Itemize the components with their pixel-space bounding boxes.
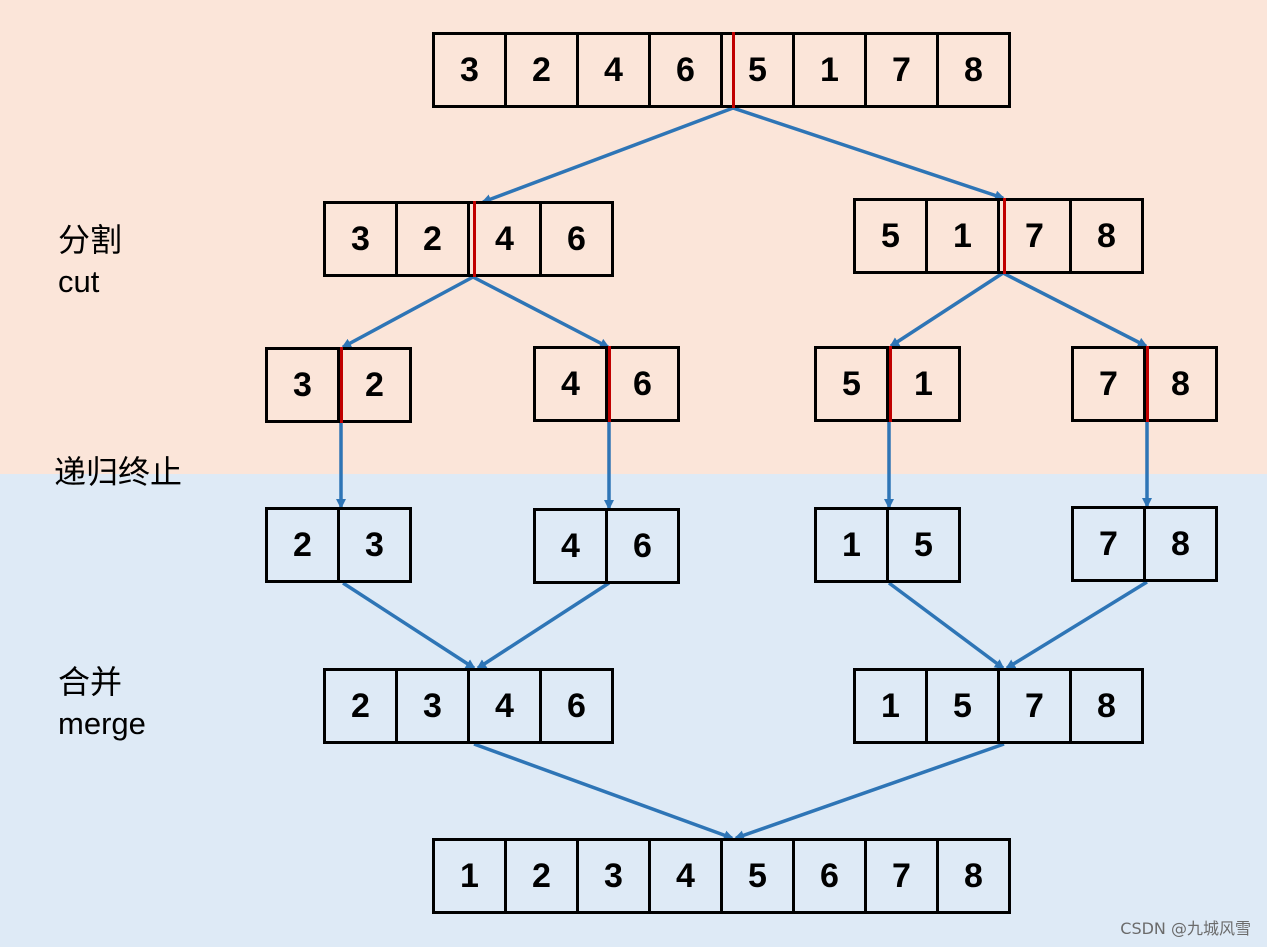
array-cell: 4 <box>648 838 723 914</box>
arrow-l1-right-to-l2-d <box>1002 271 1148 348</box>
array-level4-left: 2 3 4 6 <box>323 668 614 744</box>
array-cell: 7 <box>864 838 939 914</box>
array-cell: 6 <box>792 838 867 914</box>
cut-label: 分割 cut <box>58 220 122 302</box>
array-cell: 5 <box>720 838 795 914</box>
array-level2-b: 4 6 <box>533 346 680 422</box>
arrow-l3-b-to-l4-left <box>476 581 610 670</box>
arrow-l3-d-to-l4-right <box>1005 580 1148 670</box>
merge-label: 合并 merge <box>58 662 146 744</box>
split-line <box>732 32 735 108</box>
arrow-l3-a-to-l4-left <box>342 581 476 670</box>
arrow-l1-left-to-l2-b <box>472 275 610 349</box>
array-cell: 6 <box>605 508 680 584</box>
array-cell: 3 <box>395 668 470 744</box>
array-level1-right: 5 1 7 8 <box>853 198 1144 274</box>
array-cell: 4 <box>576 32 651 108</box>
array-cell: 4 <box>533 346 608 422</box>
array-level3-d: 7 8 <box>1071 506 1218 582</box>
array-cell: 8 <box>936 32 1011 108</box>
arrow-l4-right-to-l5 <box>734 742 1005 841</box>
cut-phase-background <box>0 0 1267 474</box>
array-cell: 5 <box>853 198 928 274</box>
array-level4-right: 1 5 7 8 <box>853 668 1144 744</box>
array-cell: 6 <box>605 346 680 422</box>
array-cell: 2 <box>395 201 470 277</box>
array-cell: 7 <box>997 198 1072 274</box>
array-cell: 6 <box>648 32 723 108</box>
array-cell: 1 <box>886 346 961 422</box>
array-level3-c: 1 5 <box>814 507 961 583</box>
array-cell: 7 <box>864 32 939 108</box>
array-cell: 2 <box>504 838 579 914</box>
array-cell: 3 <box>265 347 340 423</box>
array-cell: 6 <box>539 668 614 744</box>
array-level0: 3 2 4 6 5 1 7 8 <box>432 32 1011 108</box>
array-level2-d: 7 8 <box>1071 346 1218 422</box>
array-cell: 1 <box>814 507 889 583</box>
array-cell: 1 <box>853 668 928 744</box>
watermark: CSDN @九城风雪 <box>1120 919 1251 938</box>
array-cell: 7 <box>1071 346 1146 422</box>
array-cell: 8 <box>1143 506 1218 582</box>
array-cell: 6 <box>539 201 614 277</box>
array-cell: 5 <box>925 668 1000 744</box>
array-level1-left: 3 2 4 6 <box>323 201 614 277</box>
array-cell: 4 <box>533 508 608 584</box>
array-level3-a: 2 3 <box>265 507 412 583</box>
arrow-l3-c-to-l4-right <box>887 581 1005 670</box>
array-cell: 7 <box>1071 506 1146 582</box>
array-cell: 5 <box>814 346 889 422</box>
split-line <box>1003 198 1006 274</box>
array-cell: 3 <box>432 32 507 108</box>
array-level2-c: 5 1 <box>814 346 961 422</box>
split-line <box>889 346 892 422</box>
arrow-l0-to-l1-right <box>732 106 1005 201</box>
cut-label-cn: 分割 <box>58 221 123 259</box>
cut-label-en: cut <box>58 263 100 299</box>
array-cell: 3 <box>323 201 398 277</box>
array-cell: 2 <box>265 507 340 583</box>
array-cell: 3 <box>576 838 651 914</box>
array-level2-a: 3 2 <box>265 347 412 423</box>
array-cell: 8 <box>1069 198 1144 274</box>
arrow-l1-left-to-l2-a <box>341 275 474 349</box>
array-cell: 2 <box>337 347 412 423</box>
array-cell: 2 <box>504 32 579 108</box>
array-cell: 1 <box>792 32 867 108</box>
array-cell: 2 <box>323 668 398 744</box>
array-cell: 8 <box>1143 346 1218 422</box>
array-cell: 1 <box>925 198 1000 274</box>
merge-phase-background <box>0 474 1267 947</box>
array-cell: 5 <box>886 507 961 583</box>
arrow-l4-left-to-l5 <box>473 742 734 840</box>
array-cell: 8 <box>936 838 1011 914</box>
merge-label-en: merge <box>58 705 146 741</box>
split-line <box>608 346 611 422</box>
array-cell: 8 <box>1069 668 1144 744</box>
array-cell: 4 <box>467 201 542 277</box>
array-level3-b: 4 6 <box>533 508 680 584</box>
array-cell: 3 <box>337 507 412 583</box>
split-line <box>473 201 476 277</box>
merge-label-cn: 合并 <box>58 663 123 701</box>
arrow-l1-right-to-l2-c <box>889 271 1004 348</box>
array-cell: 1 <box>432 838 507 914</box>
terminate-label: 递归终止 <box>54 453 183 491</box>
array-cell: 7 <box>997 668 1072 744</box>
array-cell: 4 <box>467 668 542 744</box>
split-line <box>1146 346 1149 422</box>
arrow-l0-to-l1-left <box>481 106 734 204</box>
array-level5: 1 2 3 4 5 6 7 8 <box>432 838 1011 914</box>
split-line <box>340 347 343 423</box>
